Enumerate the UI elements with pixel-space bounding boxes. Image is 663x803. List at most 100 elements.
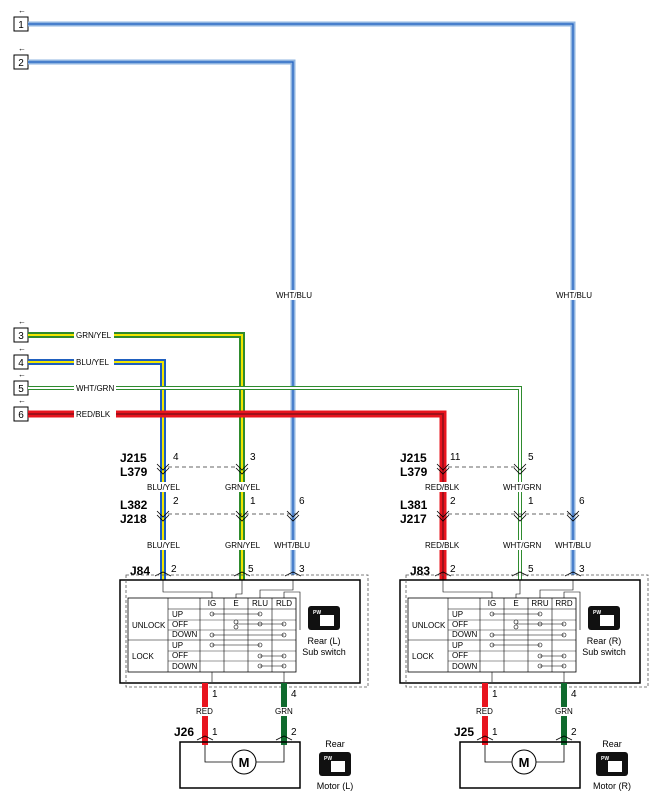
svg-text:RLU: RLU (252, 599, 268, 608)
svg-text:2: 2 (18, 58, 24, 69)
svg-text:←: ← (18, 317, 26, 326)
svg-text:WHT/GRN: WHT/GRN (503, 483, 541, 492)
svg-text:Rear (R): Rear (R) (587, 636, 622, 646)
svg-text:1: 1 (250, 496, 256, 507)
svg-text:1: 1 (492, 689, 498, 700)
motor-icon (231, 749, 257, 775)
svg-text:RED/BLK: RED/BLK (425, 483, 460, 492)
svg-text:RED: RED (196, 707, 213, 716)
connector-l379-right: L379 (400, 465, 428, 479)
svg-text:GRN/YEL: GRN/YEL (225, 483, 261, 492)
svg-text:OFF: OFF (452, 651, 468, 660)
wire-2-wht-blu (28, 59, 296, 575)
svg-text:IG: IG (488, 599, 496, 608)
svg-text:RED: RED (476, 707, 493, 716)
wire-label-wht-blu-left: WHT/BLU (276, 291, 312, 300)
svg-text:WHT/BLU: WHT/BLU (555, 541, 591, 550)
svg-text:UP: UP (172, 641, 183, 650)
svg-text:UNLOCK: UNLOCK (412, 621, 446, 630)
svg-text:GRN: GRN (275, 707, 293, 716)
svg-text:2: 2 (450, 564, 456, 575)
svg-text:2: 2 (173, 496, 179, 507)
svg-text:4: 4 (291, 689, 297, 700)
svg-text:1: 1 (492, 727, 498, 738)
switch-left: IG E RLU RLD UNLOCK LOCK UP OFF DOWN UP … (119, 574, 369, 688)
svg-text:E: E (513, 599, 518, 608)
svg-text:WHT/BLU: WHT/BLU (274, 541, 310, 550)
svg-text:PW: PW (593, 610, 601, 616)
wire-label-wht-blu-right: WHT/BLU (556, 291, 592, 300)
connector-j217: J217 (400, 512, 427, 526)
svg-text:Motor (L): Motor (L) (317, 781, 354, 791)
svg-text:PW: PW (324, 756, 332, 762)
terminal-1: 1 ← (13, 6, 29, 32)
svg-text:5: 5 (528, 452, 534, 463)
connector-j215-right: J215 (400, 451, 427, 465)
svg-text:WHT/GRN: WHT/GRN (503, 541, 541, 550)
svg-text:RRU: RRU (531, 599, 549, 608)
connector-l379-left: L379 (120, 465, 148, 479)
svg-text:IG: IG (208, 599, 216, 608)
svg-text:GRN: GRN (555, 707, 573, 716)
svg-text:1: 1 (212, 689, 218, 700)
svg-text:5: 5 (248, 564, 254, 575)
svg-text:UNLOCK: UNLOCK (132, 621, 166, 630)
svg-text:OFF: OFF (452, 620, 468, 629)
terminal-3: 3 ← (13, 317, 29, 343)
svg-text:3: 3 (579, 564, 585, 575)
svg-text:LOCK: LOCK (132, 652, 154, 661)
svg-text:BLU/YEL: BLU/YEL (147, 483, 180, 492)
wire-6-red-blk (28, 410, 447, 580)
wire-label-wht-grn: WHT/GRN (76, 384, 114, 393)
svg-text:DOWN: DOWN (452, 662, 478, 671)
svg-text:GRN/YEL: GRN/YEL (225, 541, 261, 550)
svg-text:OFF: OFF (172, 620, 188, 629)
svg-text:2: 2 (291, 727, 297, 738)
terminal-4: 4 ← (13, 344, 29, 370)
svg-text:←: ← (18, 44, 26, 53)
svg-text:DOWN: DOWN (172, 630, 198, 639)
connector-j218: J218 (120, 512, 147, 526)
wire-label-blu-yel: BLU/YEL (76, 358, 109, 367)
svg-text:RRD: RRD (555, 599, 573, 608)
svg-text:3: 3 (18, 331, 24, 342)
svg-text:11: 11 (450, 452, 461, 463)
svg-text:6: 6 (18, 410, 24, 421)
svg-text:3: 3 (250, 452, 256, 463)
svg-text:1: 1 (528, 496, 534, 507)
wire-1-wht-blu (28, 21, 576, 575)
connector-l382: L382 (120, 498, 148, 512)
connector-l381: L381 (400, 498, 428, 512)
motor-icon (511, 749, 537, 775)
motor-left: J26 1 2 M Rear PW Motor (L) (174, 725, 353, 791)
svg-text:PW: PW (313, 610, 321, 616)
svg-text:LOCK: LOCK (412, 652, 434, 661)
svg-text:Rear (L): Rear (L) (307, 636, 340, 646)
svg-text:RED/BLK: RED/BLK (425, 541, 460, 550)
wire-5-wht-grn (28, 386, 522, 580)
connector-j215-left: J215 (120, 451, 147, 465)
wire-label-red-blk: RED/BLK (76, 410, 111, 419)
svg-text:UP: UP (172, 610, 183, 619)
motor-right: J25 1 2 M Rear PW Motor (R) (454, 725, 631, 791)
svg-text:M: M (239, 755, 250, 770)
switch-right: IG E RRU RRD UNLOCK LOCK UP OFF DOWN UP … (399, 574, 649, 688)
svg-text:M: M (519, 755, 530, 770)
svg-text:5: 5 (18, 384, 24, 395)
svg-text:UP: UP (452, 610, 463, 619)
svg-text:←: ← (18, 396, 26, 405)
svg-text:←: ← (18, 370, 26, 379)
svg-text:OFF: OFF (172, 651, 188, 660)
connector-j83: J83 (410, 564, 430, 578)
wire-4-blu-yel (28, 359, 166, 580)
svg-text:Rear: Rear (602, 739, 622, 749)
svg-text:DOWN: DOWN (452, 630, 478, 639)
terminal-5: 5 ← (13, 370, 29, 396)
svg-text:Motor (R): Motor (R) (593, 781, 631, 791)
terminal-2: 2 ← (13, 44, 29, 70)
svg-text:BLU/YEL: BLU/YEL (147, 541, 180, 550)
svg-text:Rear: Rear (325, 739, 345, 749)
svg-text:1: 1 (212, 727, 218, 738)
svg-text:6: 6 (299, 496, 305, 507)
